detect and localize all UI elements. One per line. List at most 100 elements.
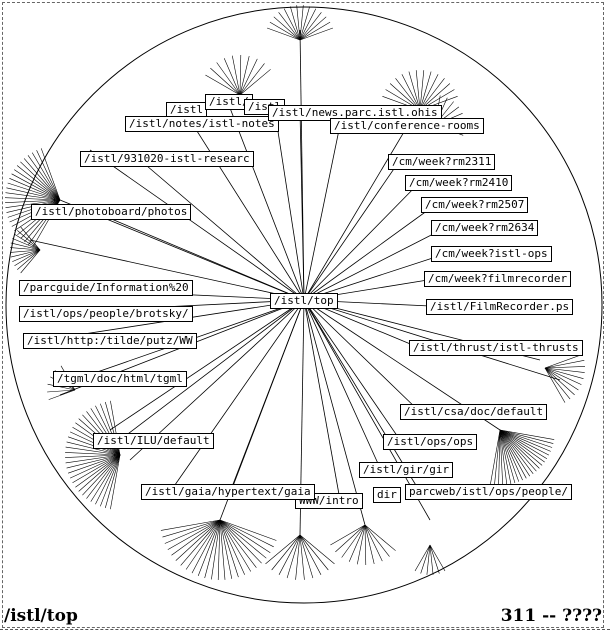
tree-edge [303,181,421,301]
tree-edge [23,158,61,201]
tree-edge [239,54,242,96]
node-label[interactable]: /istl/ [205,94,253,110]
tree-edge [219,519,239,578]
tree-edge [419,74,439,111]
tree-edge [47,389,76,393]
tree-edge [210,67,241,96]
tree-edge [303,299,381,469]
tree-edge [219,519,267,559]
node-label[interactable]: /istl/ILU/default [93,433,214,449]
node-label[interactable]: dir [373,487,401,503]
node-label[interactable]: /tgml/doc/html/tgml [53,371,187,387]
tree-edge [219,519,252,572]
node-label[interactable]: /istl/FilmRecorder.ps [426,299,574,315]
node-label[interactable]: /istl/gaia/hypertext/gaia [141,484,315,500]
tree-edge [65,446,121,456]
tree-edge [299,534,305,580]
tree-edge [20,249,41,274]
tree-edge [299,534,335,565]
tree-edge [12,249,41,262]
root-node-label[interactable]: /istl/top [270,293,338,309]
node-label[interactable]: /cm/week?filmrecorder [424,271,572,287]
node-label[interactable]: /cm/week?rm2311 [388,154,496,170]
tree-edge [14,233,41,251]
tree-edge [14,249,41,267]
tree-edge [499,429,540,469]
tree-edge [274,111,305,301]
tree-edge [303,299,421,413]
tree-edge [12,238,41,251]
node-label[interactable]: /istl/photoboard/photos [31,204,192,220]
tree-edge [499,429,553,448]
tree-edge [7,182,61,201]
node-label[interactable]: /istl/931020-istl-researc [80,151,254,167]
tree-edge [17,249,41,270]
node-label[interactable]: /parcguide/Information%20 [19,280,193,296]
tree-edge [364,524,367,566]
tree-edge [299,5,304,41]
node-label[interactable]: /istl/ops/ops [383,434,478,450]
node-label[interactable]: /cm/week?rm2634 [431,220,539,236]
tree-edge [419,78,445,111]
tree-edge [299,27,334,41]
node-label[interactable]: /istl/news.parc.istl.ohis [268,105,442,121]
tree-edge [499,429,527,479]
node-label[interactable]: /istl/gir/gir [359,462,454,478]
node-label[interactable]: /istl/thrust/istl-thrusts [409,340,583,356]
tree-edge [69,454,121,479]
node-label[interactable]: /istl/http:/tilde/putz/WW [23,333,197,349]
node-label[interactable]: /cm/week?rm2507 [421,197,529,213]
tree-edge [364,524,375,564]
node-label[interactable]: /istl/conference-rooms [330,118,484,134]
tree-edge [78,454,121,492]
tree-edge [5,199,61,203]
tree-edge [6,187,61,201]
tree-edge [341,524,366,558]
node-label[interactable]: /cm/week?istl-ops [431,246,552,262]
tree-edge [119,299,305,441]
tree-edge [299,534,322,575]
tree-edge [95,454,121,505]
tree-edge [419,70,425,111]
tree-edge [299,109,305,301]
tree-edge [278,12,301,41]
tree-edge [219,519,226,580]
node-label[interactable]: /istl/csa/doc/default [400,404,548,420]
tree-edge [185,519,221,570]
bottom-divider [0,629,610,630]
tree-edge [66,454,121,469]
tree-edge [269,21,301,41]
tree-edge [27,155,61,201]
tree-edge [219,519,277,541]
node-label[interactable]: /cm/week?rm2410 [405,175,513,191]
tree-edge [299,16,327,41]
tree-edge [357,524,366,565]
tree-edge [544,354,583,369]
tree-edge [47,383,76,391]
tree-edge [191,519,221,574]
tree-edge [303,299,431,521]
tree-edge [544,366,586,369]
tree-edge [197,519,221,577]
tree-edge [499,429,508,485]
tree-edge [499,429,545,463]
tree-edge [420,544,431,574]
tree-edge [211,519,221,580]
tree-edge [219,519,257,568]
tree-edge [364,524,396,551]
tree-edge [10,247,41,251]
tree-edge [31,152,61,201]
tree-edge [414,544,431,572]
tree-edge [89,149,305,301]
node-label[interactable]: /istl/notes/istl-notes [125,116,279,132]
tree-edge [299,6,310,41]
tree-edge [65,454,121,458]
node-label[interactable]: parcweb/istl/ops/people/ [405,484,572,500]
node-label[interactable]: /istl [166,102,208,118]
tree-edge [219,519,271,553]
tree-edge [65,452,121,456]
node-label[interactable]: /istl/ops/people/brotsky/ [19,306,193,322]
tree-edge [5,199,61,208]
